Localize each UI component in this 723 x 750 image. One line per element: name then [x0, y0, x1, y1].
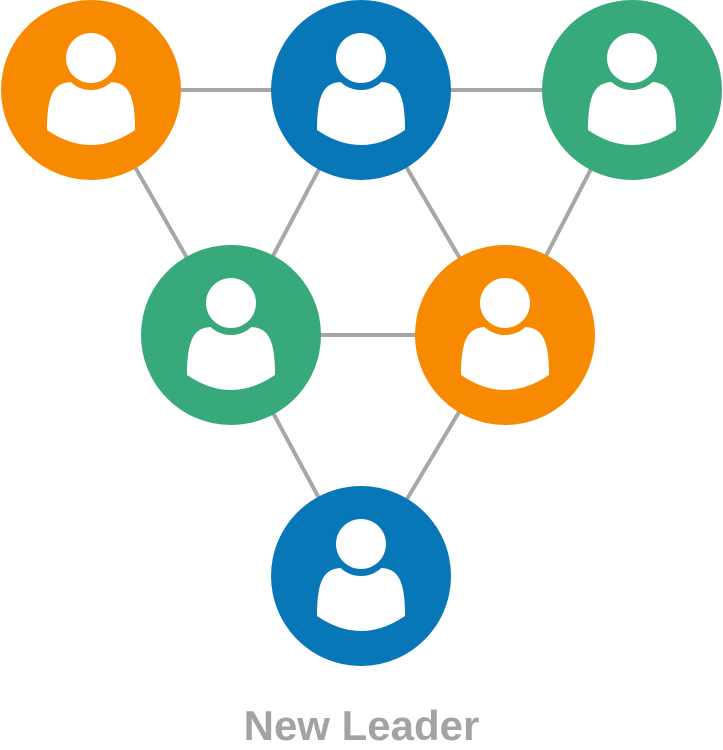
node-middle-left	[141, 245, 321, 425]
person-body	[317, 82, 405, 145]
person-icon	[317, 516, 405, 631]
node-top-left	[1, 0, 181, 180]
person-nodes	[1, 0, 722, 666]
person-icon	[317, 30, 405, 145]
node-top-right	[542, 0, 722, 180]
node-middle-right	[415, 245, 595, 425]
person-icon	[47, 30, 135, 145]
person-head	[336, 33, 386, 83]
person-body	[187, 327, 275, 390]
person-body	[588, 82, 676, 145]
person-head	[206, 278, 256, 328]
person-head	[480, 278, 530, 328]
person-body	[461, 327, 549, 390]
person-icon	[588, 30, 676, 145]
person-head	[66, 33, 116, 83]
person-head	[336, 519, 386, 569]
node-bottom	[271, 486, 451, 666]
diagram-caption: New Leader	[243, 702, 480, 749]
person-icon	[187, 275, 275, 390]
person-body	[317, 568, 405, 631]
person-head	[607, 33, 657, 83]
node-top-center	[271, 0, 451, 180]
person-body	[47, 82, 135, 145]
person-icon	[461, 275, 549, 390]
